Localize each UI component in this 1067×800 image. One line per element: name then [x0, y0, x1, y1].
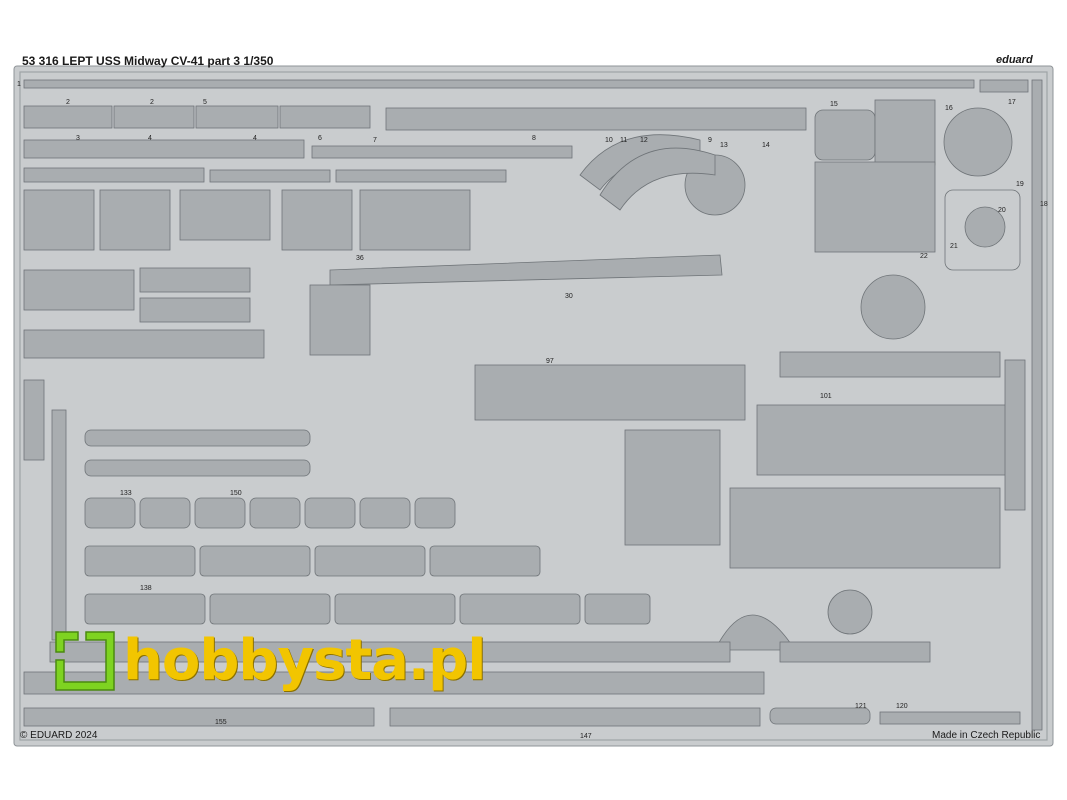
part-rail — [779, 641, 931, 663]
part-rail — [49, 641, 731, 663]
part-panel — [814, 109, 876, 161]
part-arc — [599, 147, 716, 211]
part-rail — [389, 707, 761, 727]
part-rail — [23, 671, 765, 695]
part-grid — [179, 189, 271, 241]
part-rail-vertical — [51, 409, 67, 641]
part-number: 14 — [762, 142, 770, 149]
part-grid — [281, 189, 353, 251]
part-number: 4 — [253, 135, 257, 142]
boat-row-3 — [84, 593, 651, 625]
part-rail — [23, 329, 265, 359]
part-disc — [860, 274, 926, 340]
part-number: 4 — [148, 135, 152, 142]
part-panel — [814, 161, 936, 253]
part-number: 30 — [565, 293, 573, 300]
part-rail-vertical — [1004, 359, 1026, 511]
part-rail — [209, 169, 331, 183]
part-grid — [99, 189, 171, 251]
part-rail — [979, 79, 1029, 93]
part-panel — [474, 364, 746, 421]
part-grid — [309, 284, 371, 356]
part-number: 8 — [532, 135, 536, 142]
part-grid — [624, 429, 721, 546]
part-frame — [944, 189, 1021, 271]
part-rail — [195, 105, 279, 129]
part-disc — [943, 107, 1013, 177]
part-panel — [729, 487, 1001, 569]
part-rail — [139, 267, 251, 293]
part-panel — [779, 351, 1001, 378]
part-panel — [756, 404, 1008, 476]
part-number: 138 — [140, 585, 152, 592]
part-panel — [874, 99, 936, 166]
part-number: 120 — [896, 703, 908, 710]
part-rail — [113, 105, 195, 129]
origin-text: Made in Czech Republic — [932, 730, 1041, 741]
watermark-logo-icon — [55, 631, 115, 691]
part-rail — [335, 169, 507, 183]
part-rail-vertical — [1031, 79, 1043, 731]
part-rail — [279, 105, 371, 129]
sheet-title: 53 316 LEPT USS Midway CV-41 part 3 1/35… — [22, 54, 274, 68]
part-rail — [23, 167, 205, 183]
part-number: 3 — [76, 135, 80, 142]
copyright-text: © EDUARD 2024 — [20, 730, 98, 741]
boat-row-1 — [84, 497, 456, 529]
part-grid — [359, 189, 471, 251]
part-grid — [23, 189, 95, 251]
part-rail — [23, 707, 375, 727]
part-number: 133 — [120, 490, 132, 497]
part-number: 17 — [1008, 99, 1016, 106]
boat-row-2 — [84, 545, 541, 577]
part-number: 12 — [640, 137, 648, 144]
part-number: 150 — [230, 490, 242, 497]
part-rail — [385, 107, 807, 131]
part-rail — [769, 707, 871, 725]
part-number: 101 — [820, 393, 832, 400]
part-number: 155 — [215, 719, 227, 726]
part-number: 97 — [546, 358, 554, 365]
part-number: 147 — [580, 733, 592, 740]
part-number: 21 — [950, 243, 958, 250]
part-number: 1 — [17, 81, 21, 88]
part-number: 22 — [920, 253, 928, 260]
part-number: 9 — [708, 137, 712, 144]
part-number: 5 — [203, 99, 207, 106]
part-boom — [329, 254, 723, 286]
part-number: 2 — [66, 99, 70, 106]
part-number: 13 — [720, 142, 728, 149]
part-number: 18 — [1040, 201, 1048, 208]
part-number: 6 — [318, 135, 322, 142]
part-rail — [84, 429, 311, 447]
part-number: 36 — [356, 255, 364, 262]
part-disc — [964, 206, 1006, 248]
part-disc — [827, 589, 873, 635]
part-number: 16 — [945, 105, 953, 112]
fret-inner-border — [19, 71, 1048, 741]
part-rail-vertical — [23, 379, 45, 461]
part-number: 20 — [998, 207, 1006, 214]
part-rail — [879, 711, 1021, 725]
part-number: 15 — [830, 101, 838, 108]
watermark-text: hobbysta.pl — [123, 628, 486, 693]
brand-logo-text: eduard — [996, 54, 1033, 66]
part-rail — [84, 459, 311, 477]
part-number: 19 — [1016, 181, 1024, 188]
part-rail — [23, 105, 113, 129]
part-rail — [23, 139, 305, 159]
part-number: 7 — [373, 137, 377, 144]
part-rail — [23, 269, 135, 311]
part-number: 10 — [605, 137, 613, 144]
part-rail — [23, 79, 975, 89]
part-number: 121 — [855, 703, 867, 710]
part-number: 2 — [150, 99, 154, 106]
part-number-labels: 1 2 2 5 3 4 4 6 7 8 9 10 11 12 13 14 15 … — [17, 81, 1048, 740]
part-rail — [311, 145, 573, 159]
part-number: 11 — [620, 137, 627, 144]
part-rail — [139, 297, 251, 323]
